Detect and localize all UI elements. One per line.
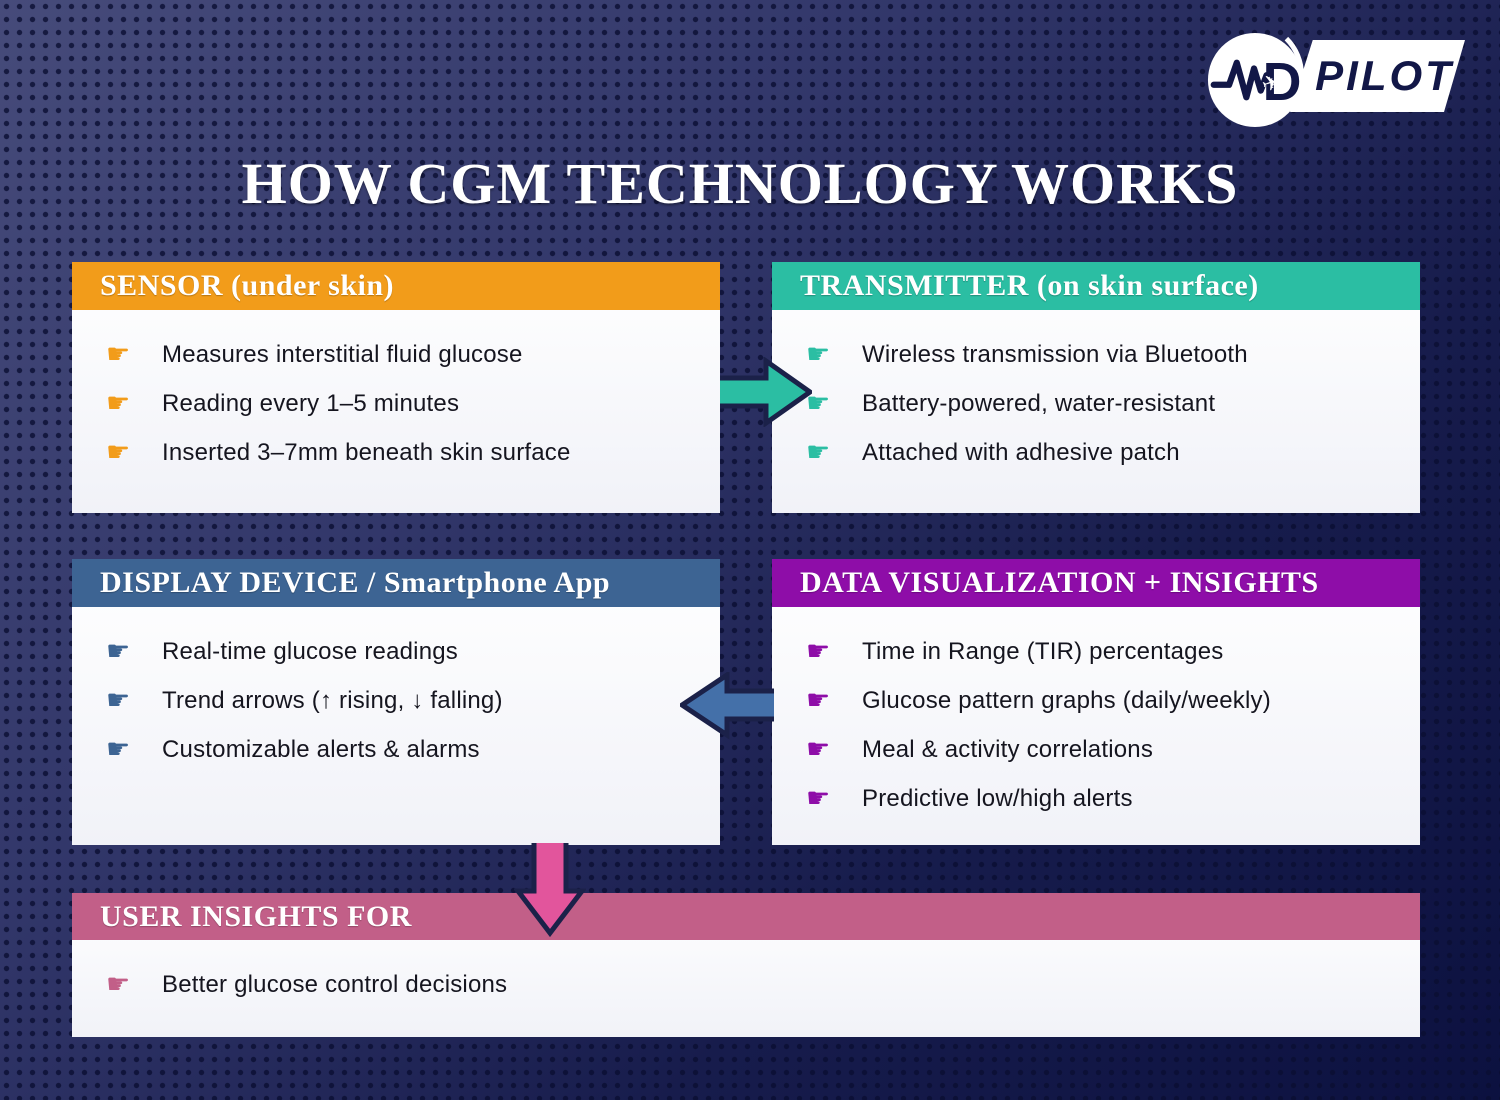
list-item-text: Meal & activity correlations bbox=[862, 735, 1154, 763]
list-item-text: Measures interstitial fluid glucose bbox=[162, 340, 523, 368]
card-transmitter: TRANSMITTER (on skin surface) ☛ Wireless … bbox=[772, 262, 1420, 513]
card-user-insights: USER INSIGHTS FOR ☛ Better glucose contro… bbox=[72, 893, 1420, 1037]
list-item: ☛ Customizable alerts & alarms bbox=[72, 725, 720, 774]
pointing-hand-icon: ☛ bbox=[106, 339, 131, 370]
list-item-text: Better glucose control decisions bbox=[162, 970, 508, 998]
list-item-text: Attached with adhesive patch bbox=[862, 438, 1180, 466]
card-sensor-title: SENSOR (under skin) bbox=[100, 269, 395, 302]
list-item-text: Battery-powered, water-resistant bbox=[862, 389, 1216, 417]
list-item: ☛ Glucose pattern graphs (daily/weekly) bbox=[772, 676, 1420, 725]
list-item-text: Inserted 3–7mm beneath skin surface bbox=[162, 438, 571, 466]
list-item-text: Real-time glucose readings bbox=[162, 637, 459, 665]
pointing-hand-icon: ☛ bbox=[106, 636, 131, 667]
list-item: ☛ Inserted 3–7mm beneath skin surface bbox=[72, 428, 720, 477]
card-data-visualization-header: DATA VISUALIZATION + INSIGHTS bbox=[772, 559, 1420, 607]
pointing-hand-icon: ☛ bbox=[106, 969, 131, 1000]
list-item-text: Trend arrows (↑ rising, ↓ falling) bbox=[162, 686, 503, 714]
svg-text:D: D bbox=[1263, 52, 1302, 112]
pointing-hand-icon: ☛ bbox=[106, 437, 131, 468]
card-data-visualization-title: DATA VISUALIZATION + INSIGHTS bbox=[800, 566, 1319, 599]
card-sensor: SENSOR (under skin) ☛ Measures interstiti… bbox=[72, 262, 720, 513]
list-item: ☛ Reading every 1–5 minutes bbox=[72, 379, 720, 428]
page-title: HOW CGM TECHNOLOGY WORKS bbox=[241, 151, 1239, 216]
card-user-insights-header: USER INSIGHTS FOR bbox=[72, 893, 1420, 940]
card-sensor-list: ☛ Measures interstitial fluid glucose ☛ Rea… bbox=[72, 310, 720, 477]
flow-arrow-down-icon bbox=[514, 843, 586, 937]
list-item-text: Customizable alerts & alarms bbox=[162, 735, 480, 763]
flow-arrow-right-icon bbox=[720, 357, 812, 427]
card-data-visualization: DATA VISUALIZATION + INSIGHTS ☛ Time in R… bbox=[772, 559, 1420, 845]
card-display-device-header: DISPLAY DEVICE / Smartphone App bbox=[72, 559, 720, 607]
brand-logo: PILOT D ✈ bbox=[1185, 21, 1475, 130]
list-item: ☛ Trend arrows (↑ rising, ↓ falling) bbox=[72, 676, 720, 725]
card-display-device-list: ☛ Real-time glucose readings ☛ Trend arrows… bbox=[72, 607, 720, 774]
pointing-hand-icon: ☛ bbox=[806, 636, 831, 667]
list-item-text: Reading every 1–5 minutes bbox=[162, 389, 460, 417]
list-item: ☛ Meal & activity correlations bbox=[772, 725, 1420, 774]
card-display-device-title: DISPLAY DEVICE / Smartphone App bbox=[100, 566, 611, 599]
flow-arrow-left-icon bbox=[680, 672, 774, 740]
logo-wordmark-plate: PILOT bbox=[1290, 40, 1465, 112]
card-transmitter-header: TRANSMITTER (on skin surface) bbox=[772, 262, 1420, 310]
card-user-insights-list: ☛ Better glucose control decisions bbox=[72, 940, 1420, 1009]
pointing-hand-icon: ☛ bbox=[806, 734, 831, 765]
pointing-hand-icon: ☛ bbox=[806, 783, 831, 814]
list-item: ☛ Wireless transmission via Bluetooth bbox=[772, 330, 1420, 379]
list-item-text: Predictive low/high alerts bbox=[862, 784, 1133, 812]
list-item: ☛ Real-time glucose readings bbox=[72, 627, 720, 676]
logo-wordmark: PILOT bbox=[1315, 52, 1454, 99]
list-item: ☛ Better glucose control decisions bbox=[72, 960, 1420, 1009]
list-item: ☛ Predictive low/high alerts bbox=[772, 774, 1420, 823]
list-item: ☛ Attached with adhesive patch bbox=[772, 428, 1420, 477]
list-item: ☛ Time in Range (TIR) percentages bbox=[772, 627, 1420, 676]
card-data-visualization-list: ☛ Time in Range (TIR) percentages ☛ Glucose… bbox=[772, 607, 1420, 823]
pointing-hand-icon: ☛ bbox=[806, 339, 831, 370]
pointing-hand-icon: ☛ bbox=[106, 685, 131, 716]
card-user-insights-title: USER INSIGHTS FOR bbox=[100, 899, 412, 933]
list-item-text: Time in Range (TIR) percentages bbox=[862, 637, 1224, 665]
card-display-device: DISPLAY DEVICE / Smartphone App ☛ Real-ti… bbox=[72, 559, 720, 845]
list-item: ☛ Measures interstitial fluid glucose bbox=[72, 330, 720, 379]
pointing-hand-icon: ☛ bbox=[806, 437, 831, 468]
list-item: ☛ Battery-powered, water-resistant bbox=[772, 379, 1420, 428]
pointing-hand-icon: ☛ bbox=[106, 734, 131, 765]
card-transmitter-title: TRANSMITTER (on skin surface) bbox=[800, 269, 1259, 302]
pointing-hand-icon: ☛ bbox=[806, 388, 831, 419]
card-sensor-header: SENSOR (under skin) bbox=[72, 262, 720, 310]
list-item-text: Glucose pattern graphs (daily/weekly) bbox=[862, 686, 1271, 714]
pointing-hand-icon: ☛ bbox=[106, 388, 131, 419]
logo-monogram-icon: D ✈ bbox=[1207, 32, 1303, 128]
list-item-text: Wireless transmission via Bluetooth bbox=[862, 340, 1248, 368]
pointing-hand-icon: ☛ bbox=[806, 685, 831, 716]
card-transmitter-list: ☛ Wireless transmission via Bluetooth ☛ Bat… bbox=[772, 310, 1420, 477]
